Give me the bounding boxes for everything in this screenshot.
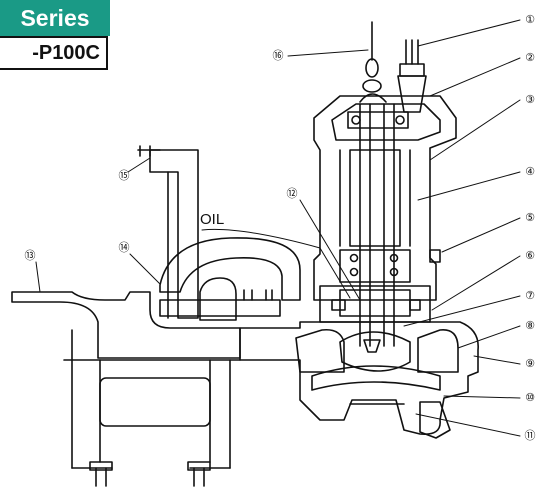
lifting-chain-drawing — [359, 21, 387, 103]
leader-lines — [35, 19, 521, 437]
callout-4: ④ — [525, 165, 535, 178]
model-label: -P100C — [0, 36, 108, 70]
callout-5: ⑤ — [525, 211, 535, 224]
guide-hook-drawing — [159, 237, 301, 321]
oil-label: OIL — [200, 211, 224, 228]
callout-15: ⑮ — [119, 169, 130, 182]
callout-16: ⑯ — [273, 49, 284, 62]
cable-drawing — [397, 39, 427, 113]
callout-11: ⑪ — [525, 429, 536, 442]
callout-8: ⑧ — [525, 319, 535, 332]
callout-1: ① — [525, 13, 535, 26]
callout-14: ⑭ — [119, 241, 130, 254]
callout-13: ⑬ — [25, 249, 36, 262]
callout-7: ⑦ — [525, 289, 535, 302]
callout-9: ⑨ — [525, 357, 535, 370]
callout-12: ⑫ — [287, 187, 298, 200]
callout-labels: ① ② ③ ④ ⑤ ⑥ ⑦ ⑧ ⑨ ⑩ ⑪ ⑫ ⑬ ⑭ ⑮ ⑯ — [25, 13, 536, 442]
callout-2: ② — [525, 51, 535, 64]
motor-housing-drawing — [313, 95, 457, 347]
callout-6: ⑥ — [525, 249, 535, 262]
guide-pipe-bracket-drawing — [137, 145, 199, 319]
callout-10: ⑩ — [525, 391, 535, 404]
guide-rail-drawing — [11, 291, 241, 487]
callout-3: ③ — [525, 93, 535, 106]
pump-casing-drawing — [239, 321, 479, 439]
bearing-seal-drawing — [319, 249, 441, 323]
series-badge: Series — [0, 0, 110, 36]
